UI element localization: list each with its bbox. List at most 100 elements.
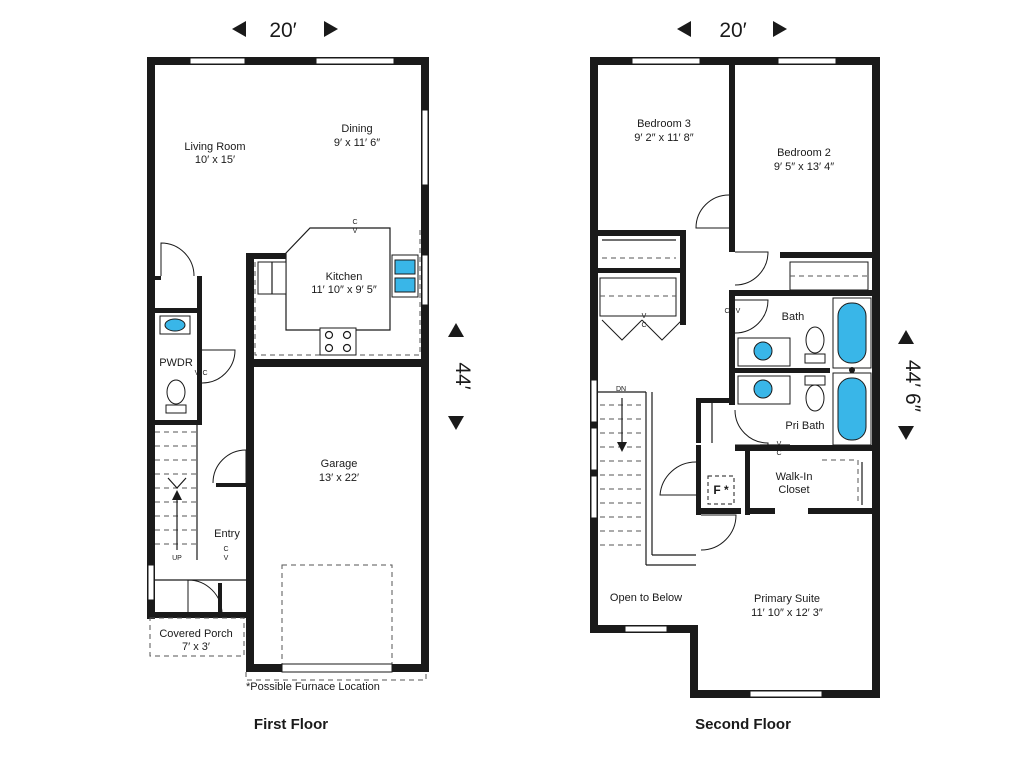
wall: [808, 508, 880, 514]
wall: [729, 290, 872, 296]
vent-mark: V: [224, 555, 229, 562]
second-floor-plan: 20′ 44′ 6″: [590, 19, 924, 733]
furnace-closet-door: [659, 461, 697, 496]
vent-mark: V: [353, 228, 358, 235]
pri-bath-door: [734, 409, 769, 446]
wall: [590, 57, 598, 632]
closet-door: [160, 242, 195, 277]
room-name: Pri Bath: [785, 420, 824, 432]
sink-basin: [164, 318, 186, 332]
window: [315, 57, 395, 65]
dimension-arrow-down-icon: [898, 426, 914, 440]
second-floor-depth-dimension: 44′ 6″: [901, 360, 924, 413]
room-name: Kitchen: [326, 271, 363, 283]
window: [421, 109, 429, 186]
wall: [735, 445, 872, 451]
bedroom-3-door: [695, 194, 730, 229]
wall: [155, 308, 200, 313]
second-floor-width-dimension: 20′: [719, 19, 746, 42]
ceiling-mark: C: [202, 370, 207, 377]
wall: [155, 276, 161, 280]
wall: [729, 57, 735, 252]
wall: [745, 508, 775, 514]
dimension-arrow-right-icon: [324, 21, 338, 37]
wall: [197, 276, 202, 424]
sink-basin: [394, 277, 416, 293]
wall: [696, 398, 735, 403]
room-name: Open to Below: [610, 592, 682, 604]
stairs-up-label: UP: [172, 555, 182, 562]
first-floor-width-dimension: 20′: [269, 19, 296, 42]
furnace-note: *Possible Furnace Location: [246, 681, 380, 693]
vent-mark: V: [195, 370, 200, 377]
sink-basin: [394, 259, 416, 275]
wall: [147, 57, 155, 619]
tub-water: [837, 302, 867, 364]
stair-up-arrow-icon: [172, 490, 182, 500]
front-door: [187, 579, 223, 615]
room-name: Dining: [341, 123, 372, 135]
primary-suite-door: [700, 514, 737, 551]
window: [189, 57, 246, 65]
vent-mark: V: [642, 313, 647, 320]
toilet-tank: [804, 375, 826, 386]
room-size: 9′ 2″ x 11′ 8″: [634, 132, 694, 144]
room-name: Living Room: [184, 141, 245, 153]
faucet-icon: [849, 367, 855, 373]
linen-closet: [599, 277, 677, 317]
room-size: 11′ 10″ x 12′ 3″: [751, 607, 823, 619]
room-size: 11′ 10″ x 9′ 5″: [311, 284, 377, 296]
garage-door-opening: [281, 663, 393, 673]
wall: [598, 230, 684, 236]
bath-door: [734, 299, 769, 334]
garage-entry-door: [212, 449, 247, 484]
window: [147, 564, 155, 601]
room-name: Garage: [321, 458, 358, 470]
dimension-arrow-left-icon: [677, 21, 691, 37]
dimension-arrow-right-icon: [773, 21, 787, 37]
sink-basin: [753, 341, 773, 361]
room-name: Bedroom 3: [637, 118, 691, 130]
wall: [246, 253, 286, 259]
room-name: Bedroom 2: [777, 147, 831, 159]
window: [624, 625, 668, 633]
wall: [147, 57, 429, 65]
wall: [147, 612, 250, 618]
room-name: Primary Suite: [754, 593, 820, 605]
wall: [872, 57, 880, 697]
sink-basin: [753, 379, 773, 399]
wall: [735, 368, 830, 373]
wall: [246, 359, 429, 367]
vent-mark: V: [736, 308, 741, 315]
wall: [598, 268, 686, 273]
range-stove: [319, 327, 357, 356]
window: [777, 57, 837, 65]
wall: [690, 625, 698, 697]
room-size: 9′ 5″ x 13′ 4″: [774, 161, 834, 173]
window: [590, 379, 598, 423]
ceiling-mark: C: [223, 546, 228, 553]
room-size: Closet: [778, 484, 809, 496]
wall: [216, 483, 246, 487]
room-size: 13′ x 22′: [319, 472, 359, 484]
room-size: 10′ x 15′: [195, 154, 235, 166]
toilet-fixture: [805, 326, 825, 354]
ceiling-mark: C: [641, 322, 646, 329]
dimension-arrow-left-icon: [232, 21, 246, 37]
wall: [696, 508, 741, 514]
window: [421, 254, 429, 306]
window: [749, 690, 823, 698]
ceiling-mark: C: [352, 219, 357, 226]
bedroom-2-door: [734, 251, 769, 286]
wall: [155, 420, 202, 425]
wall: [680, 230, 686, 325]
furnace-box: [707, 475, 735, 505]
furnace-mark: F *: [713, 483, 729, 497]
second-floor-title: Second Floor: [695, 716, 791, 733]
ceiling-mark: C: [724, 308, 729, 315]
wall: [696, 445, 701, 515]
toilet-tank: [165, 404, 187, 414]
covered-porch-outline: [149, 617, 245, 657]
first-floor-title: First Floor: [254, 716, 328, 733]
